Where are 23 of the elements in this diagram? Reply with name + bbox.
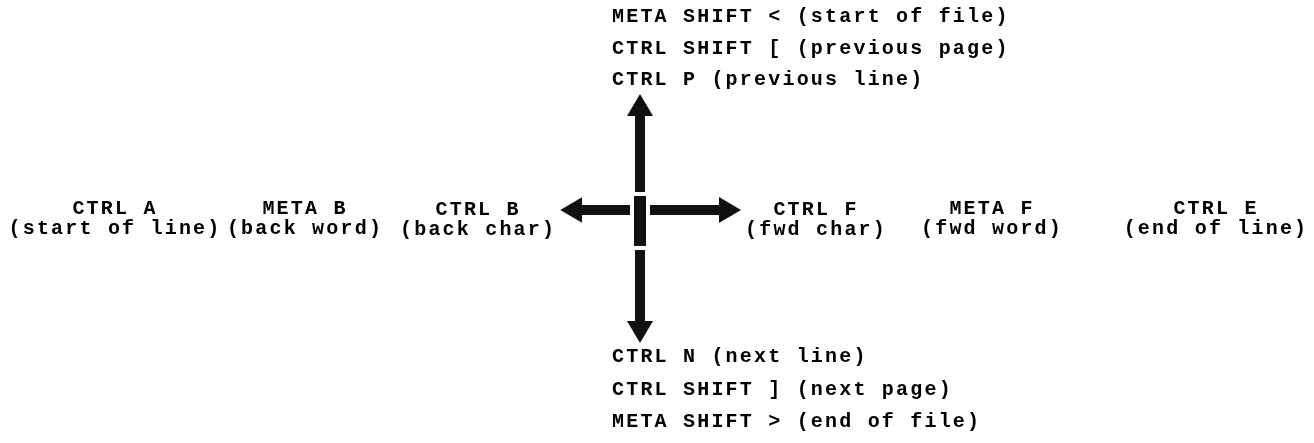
key-binding-text: META B [262, 198, 348, 220]
key-binding-text: (end of line) [1123, 218, 1309, 240]
key-binding-text: CTRL SHIFT ] (next page) [612, 379, 953, 401]
key-binding-text: CTRL F [773, 200, 859, 220]
arrow [650, 197, 741, 223]
cursor-block [634, 196, 646, 246]
key-binding-text: META F [949, 198, 1035, 220]
arrow [627, 94, 653, 192]
arrow [627, 250, 653, 343]
key-binding-text: (fwd word) [921, 218, 1063, 240]
key-binding-text: CTRL A [72, 198, 158, 220]
key-binding-text: (back char) [400, 220, 557, 240]
key-binding-text: META SHIFT < (start of file) [612, 6, 1010, 28]
arrow [560, 197, 630, 223]
key-binding-text: (start of line) [8, 218, 222, 240]
key-binding-text: CTRL B [435, 200, 521, 220]
key-binding-text: CTRL N (next line) [612, 347, 868, 367]
key-binding-text: CTRL SHIFT [ (previous page) [612, 38, 1010, 60]
key-binding-text: CTRL P (previous line) [612, 70, 925, 90]
key-binding-text: (fwd char) [745, 220, 888, 240]
key-binding-text: (back word) [226, 218, 384, 240]
key-binding-text: META SHIFT > (end of file) [612, 411, 982, 433]
key-binding-text: CTRL E [1173, 198, 1259, 220]
